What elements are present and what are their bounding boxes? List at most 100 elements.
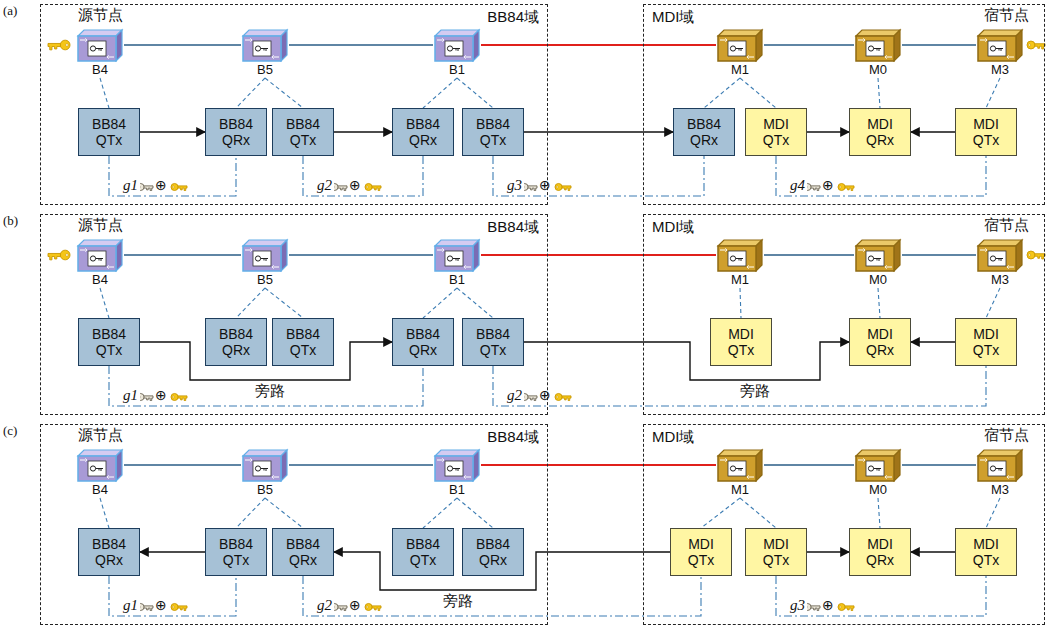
key-relay-line <box>493 366 986 406</box>
switch-front <box>78 246 116 271</box>
switch-icon <box>241 448 289 482</box>
switch-top <box>243 30 287 36</box>
attach-line <box>986 78 1000 108</box>
key-shaft <box>845 186 854 191</box>
key-hole <box>1028 254 1030 256</box>
device-label: MDI QTx <box>715 326 767 358</box>
flow-arrow <box>911 131 955 132</box>
device-box: BB84 QRx <box>78 528 140 576</box>
key-relay-line <box>776 156 986 196</box>
key-glyph <box>730 256 735 261</box>
link-line <box>902 44 976 46</box>
device-box: MDI QTx <box>670 528 732 576</box>
switch-node: B4 <box>76 28 124 77</box>
key-glyph <box>736 259 743 262</box>
key-head <box>838 603 845 610</box>
key-name: g4 <box>788 177 807 193</box>
device-box: BB84 QRx <box>673 108 735 156</box>
key-relay-line <box>109 576 236 616</box>
key-glyph <box>90 46 95 51</box>
node-id: B4 <box>76 482 124 497</box>
device-box: MDI QTx <box>955 318 1017 366</box>
attach-line <box>423 78 457 108</box>
key-glyph <box>447 256 452 261</box>
switch-arrows <box>720 39 754 59</box>
switch-front <box>718 456 756 481</box>
flow-arrow <box>524 131 673 132</box>
key-glyph <box>996 469 1003 472</box>
switch-window <box>988 251 1006 266</box>
device-box: MDI QTx <box>710 318 772 366</box>
node-id: M0 <box>854 62 902 77</box>
region-title: BB84域 <box>487 428 539 447</box>
flow-arrow <box>140 131 205 132</box>
link-line <box>481 254 716 256</box>
device-box: MDI QRx <box>849 318 911 366</box>
region-title: BB84域 <box>487 218 539 237</box>
attach-line <box>265 288 303 318</box>
region-title: MDI域 <box>652 8 695 27</box>
switch-top <box>978 30 1022 36</box>
attach-line <box>423 498 457 528</box>
key-shaft <box>48 253 61 259</box>
key-glyph <box>990 256 995 261</box>
source-node-label: 源节点 <box>78 427 123 443</box>
device-box: MDI QTx <box>955 108 1017 156</box>
device-box: BB84 QRx <box>205 108 267 156</box>
switch-front <box>718 246 756 271</box>
key-head <box>365 183 372 190</box>
switch-front <box>243 456 281 481</box>
device-box: BB84 QRx <box>205 318 267 366</box>
xor-symbol: ⊕ <box>155 387 167 403</box>
switch-top <box>78 450 122 456</box>
key-icon <box>365 183 381 190</box>
link-line <box>764 464 854 466</box>
switch-front <box>718 36 756 61</box>
key-relay-line <box>109 366 423 406</box>
key-name: g3 <box>505 177 524 193</box>
panel-letter: (c) <box>3 423 17 439</box>
switch-side <box>473 30 479 61</box>
switch-node: M3 <box>976 28 1024 77</box>
link-line <box>124 44 241 46</box>
switch-window <box>88 461 106 476</box>
switch-window <box>728 41 746 56</box>
region-title: BB84域 <box>487 8 539 27</box>
key-glyph <box>261 259 268 262</box>
switch-side <box>116 240 122 271</box>
key-glyph <box>736 49 743 52</box>
switch-side <box>281 240 287 271</box>
switch-front <box>243 246 281 271</box>
key-head <box>60 250 70 260</box>
bypass-label: 旁路 <box>738 383 772 399</box>
key-head <box>1027 41 1035 49</box>
switch-top <box>435 240 479 246</box>
domain-region: MDI域M1M0M3MDI QTxMDI QRxMDI QTx <box>643 214 1045 415</box>
key-shaft <box>178 186 187 191</box>
attach-line <box>100 498 109 528</box>
switch-front <box>856 36 894 61</box>
key-shaft <box>372 186 381 191</box>
switch-node: M3 <box>976 448 1024 497</box>
switch-arrows <box>437 249 471 269</box>
switch-side <box>473 240 479 271</box>
key-glyph <box>261 469 268 472</box>
xor-symbol: ⊕ <box>155 597 167 613</box>
attach-line <box>265 498 303 528</box>
switch-arrows <box>980 39 1014 59</box>
key-glyph <box>730 46 735 51</box>
device-label: BB84 QTx <box>467 326 519 358</box>
switch-front <box>978 36 1016 61</box>
key-hole <box>366 606 368 608</box>
key-shaft <box>178 606 187 611</box>
key-glyph <box>874 49 881 52</box>
switch-side <box>756 450 762 481</box>
switch-node: B4 <box>76 448 124 497</box>
flow-arrow <box>911 341 955 342</box>
device-box: BB84 QTx <box>272 318 334 366</box>
node-id: B5 <box>241 272 289 287</box>
key-glyph <box>447 466 452 471</box>
switch-side <box>1016 240 1022 271</box>
attach-line <box>740 78 776 108</box>
